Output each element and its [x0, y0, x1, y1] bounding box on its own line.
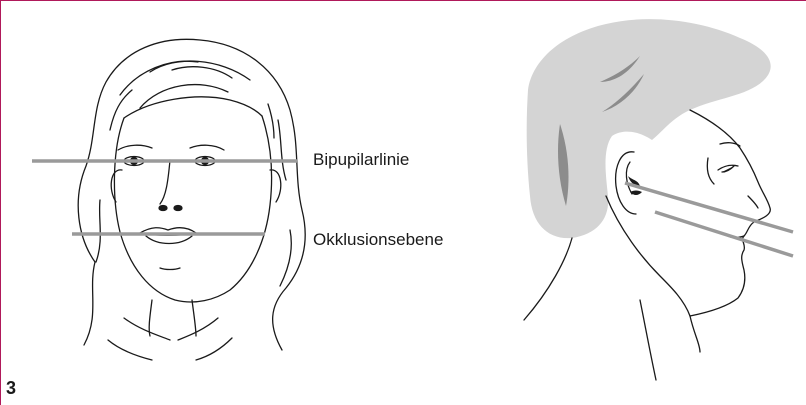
- frontal-face-drawing: [78, 39, 305, 360]
- profile-neck-front: [690, 316, 700, 352]
- profile-lower-reference-line: [655, 212, 793, 256]
- occlusal-plane-label: Okklusionsebene: [313, 230, 443, 250]
- frontal-left-ear: [111, 170, 122, 202]
- figure-number: 3: [6, 378, 16, 399]
- profile-jaw: [606, 196, 690, 316]
- frontal-hair-left-lower: [84, 262, 95, 345]
- frontal-neck: [149, 300, 152, 336]
- profile-hair: [527, 19, 771, 238]
- bipupillary-line-label: Bipupilarlinie: [313, 150, 409, 170]
- profile-head-drawing: [524, 19, 771, 380]
- profile-upper-reference-line: [625, 183, 793, 232]
- frontal-face-outline: [114, 116, 271, 302]
- profile-neck-back: [524, 238, 572, 320]
